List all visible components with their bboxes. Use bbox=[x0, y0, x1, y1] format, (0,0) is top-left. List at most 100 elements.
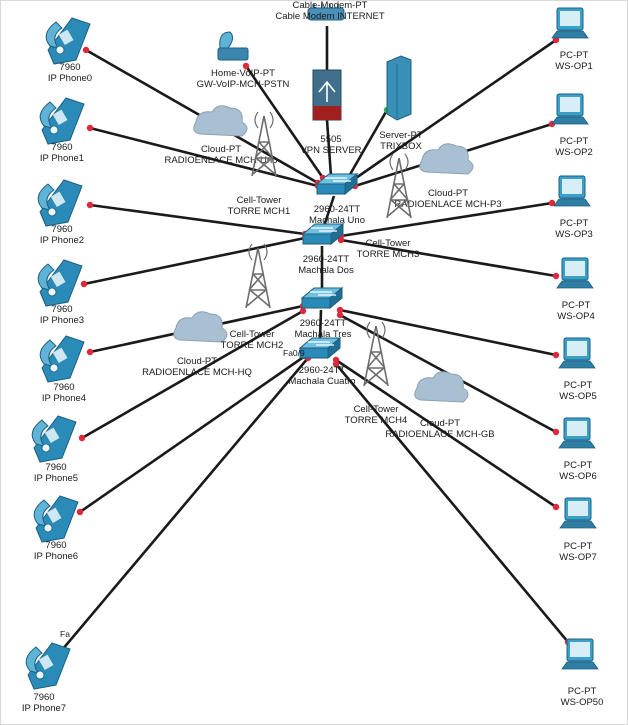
link-sw1-sw2 bbox=[322, 195, 336, 227]
link-sw3-sw4 bbox=[318, 309, 323, 341]
cloud-hq-node[interactable]: Cloud-PT RADIOENLACE MCH-HQCloud-PTRADIO… bbox=[142, 311, 252, 378]
link-end-marker bbox=[82, 46, 90, 54]
link-line bbox=[318, 309, 323, 341]
port-label: Fa0/9 bbox=[283, 348, 305, 358]
link-pc4-sw2 bbox=[337, 236, 560, 280]
link-home_voip-sw1 bbox=[242, 62, 327, 182]
pc-screen bbox=[570, 642, 590, 657]
link-line bbox=[352, 38, 557, 182]
link-line bbox=[340, 201, 553, 238]
tower1-name-label: TORRE MCH1 bbox=[228, 206, 291, 217]
phone-handset bbox=[25, 646, 43, 674]
link-end-marker bbox=[552, 351, 560, 359]
phone-screen bbox=[44, 427, 60, 443]
server-model-label: Server-PT bbox=[379, 130, 422, 141]
link-line bbox=[89, 126, 319, 188]
phone-screen bbox=[50, 191, 66, 207]
voip-handset bbox=[219, 31, 234, 49]
tower-signal bbox=[248, 243, 268, 261]
home-voip-node[interactable]: Home-VoIP-PT GW-VoIP-MCH-PSTNHome-VoIP-P… bbox=[197, 31, 290, 90]
sw4-node[interactable]: 2960-24TT Machala Cuatro2960-24TTMachala… bbox=[288, 336, 356, 387]
firewall-logo bbox=[318, 80, 336, 102]
switch-side bbox=[330, 222, 344, 246]
asa-node[interactable]: 5505 VPN SERVER5505VPN SERVER bbox=[300, 69, 362, 156]
switch-side bbox=[327, 336, 341, 360]
link-line bbox=[340, 238, 557, 278]
pc1-name-label: WS-OP1 bbox=[555, 61, 592, 72]
link-end-marker bbox=[86, 348, 94, 356]
switch-front bbox=[301, 297, 331, 309]
link-end-marker bbox=[86, 124, 94, 132]
link-line bbox=[339, 308, 557, 357]
voip-base bbox=[217, 47, 249, 61]
phone-keypad bbox=[47, 287, 57, 297]
cloud-radio1-node[interactable]: Cloud-PT RADIOENLACE MCH-UnoCloud-PTRADI… bbox=[165, 105, 278, 166]
cloud-p3-node[interactable]: Cloud-PT RADIOENLACE MCH-P3Cloud-PTRADIO… bbox=[394, 143, 502, 210]
link-end-marker bbox=[242, 62, 250, 70]
tower-signal bbox=[366, 321, 386, 339]
pc-screen bbox=[567, 341, 587, 356]
phone7-node[interactable]: 7960 IP Phone77960IP Phone7 bbox=[22, 642, 71, 714]
phone-keypad bbox=[49, 363, 59, 373]
cloud-hq-model-label: Cloud-PT bbox=[177, 356, 217, 367]
link-line bbox=[89, 203, 306, 236]
link-end-marker bbox=[336, 306, 344, 314]
sw3-model-label: 2960-24TT bbox=[300, 318, 347, 329]
sw2-model-label: 2960-24TT bbox=[303, 254, 350, 265]
pc5-model-label: PC-PT bbox=[564, 380, 593, 391]
pc-screen bbox=[560, 11, 580, 26]
link-line bbox=[322, 195, 336, 227]
phone-screen bbox=[52, 109, 68, 125]
cable-modem-name-label: Cable Modem INTERNET bbox=[275, 11, 384, 22]
pc3-model-label: PC-PT bbox=[560, 218, 589, 229]
phone-handset bbox=[31, 419, 49, 447]
link-end-marker bbox=[78, 434, 86, 442]
pc2-name-label: WS-OP2 bbox=[555, 147, 592, 158]
pc2-model-label: PC-PT bbox=[560, 136, 589, 147]
switch-arrows bbox=[310, 291, 336, 296]
cloud-gb-node[interactable]: Cloud-PT RADIOENLACE MCH-GBCloud-PTRADIO… bbox=[385, 371, 495, 440]
cloud-radio1-model-label: Cloud-PT bbox=[201, 144, 241, 155]
cloud-p3-name-label: RADIOENLACE MCH-P3 bbox=[394, 199, 501, 210]
phone-keypad bbox=[41, 443, 51, 453]
tower-signal bbox=[389, 153, 409, 171]
cable-modem-node[interactable]: Cable-Modem-PT Cable Modem INTERNETCable… bbox=[275, 0, 384, 22]
tower2-name-label: TORRE MCH2 bbox=[221, 340, 284, 351]
asa-name-label: VPN SERVER bbox=[300, 145, 361, 156]
link-end-marker bbox=[337, 236, 345, 244]
phone3-model-label: 7960 bbox=[51, 304, 72, 315]
pc-screen bbox=[562, 179, 582, 194]
sw3-name-label: Machala Tres bbox=[294, 329, 351, 340]
pc4-model-label: PC-PT bbox=[562, 300, 591, 311]
phone4-model-label: 7960 bbox=[53, 382, 74, 393]
phone-keypad bbox=[35, 670, 45, 680]
pc-keyboard bbox=[553, 198, 591, 207]
pc-keyboard bbox=[551, 116, 589, 125]
link-line bbox=[244, 65, 325, 179]
